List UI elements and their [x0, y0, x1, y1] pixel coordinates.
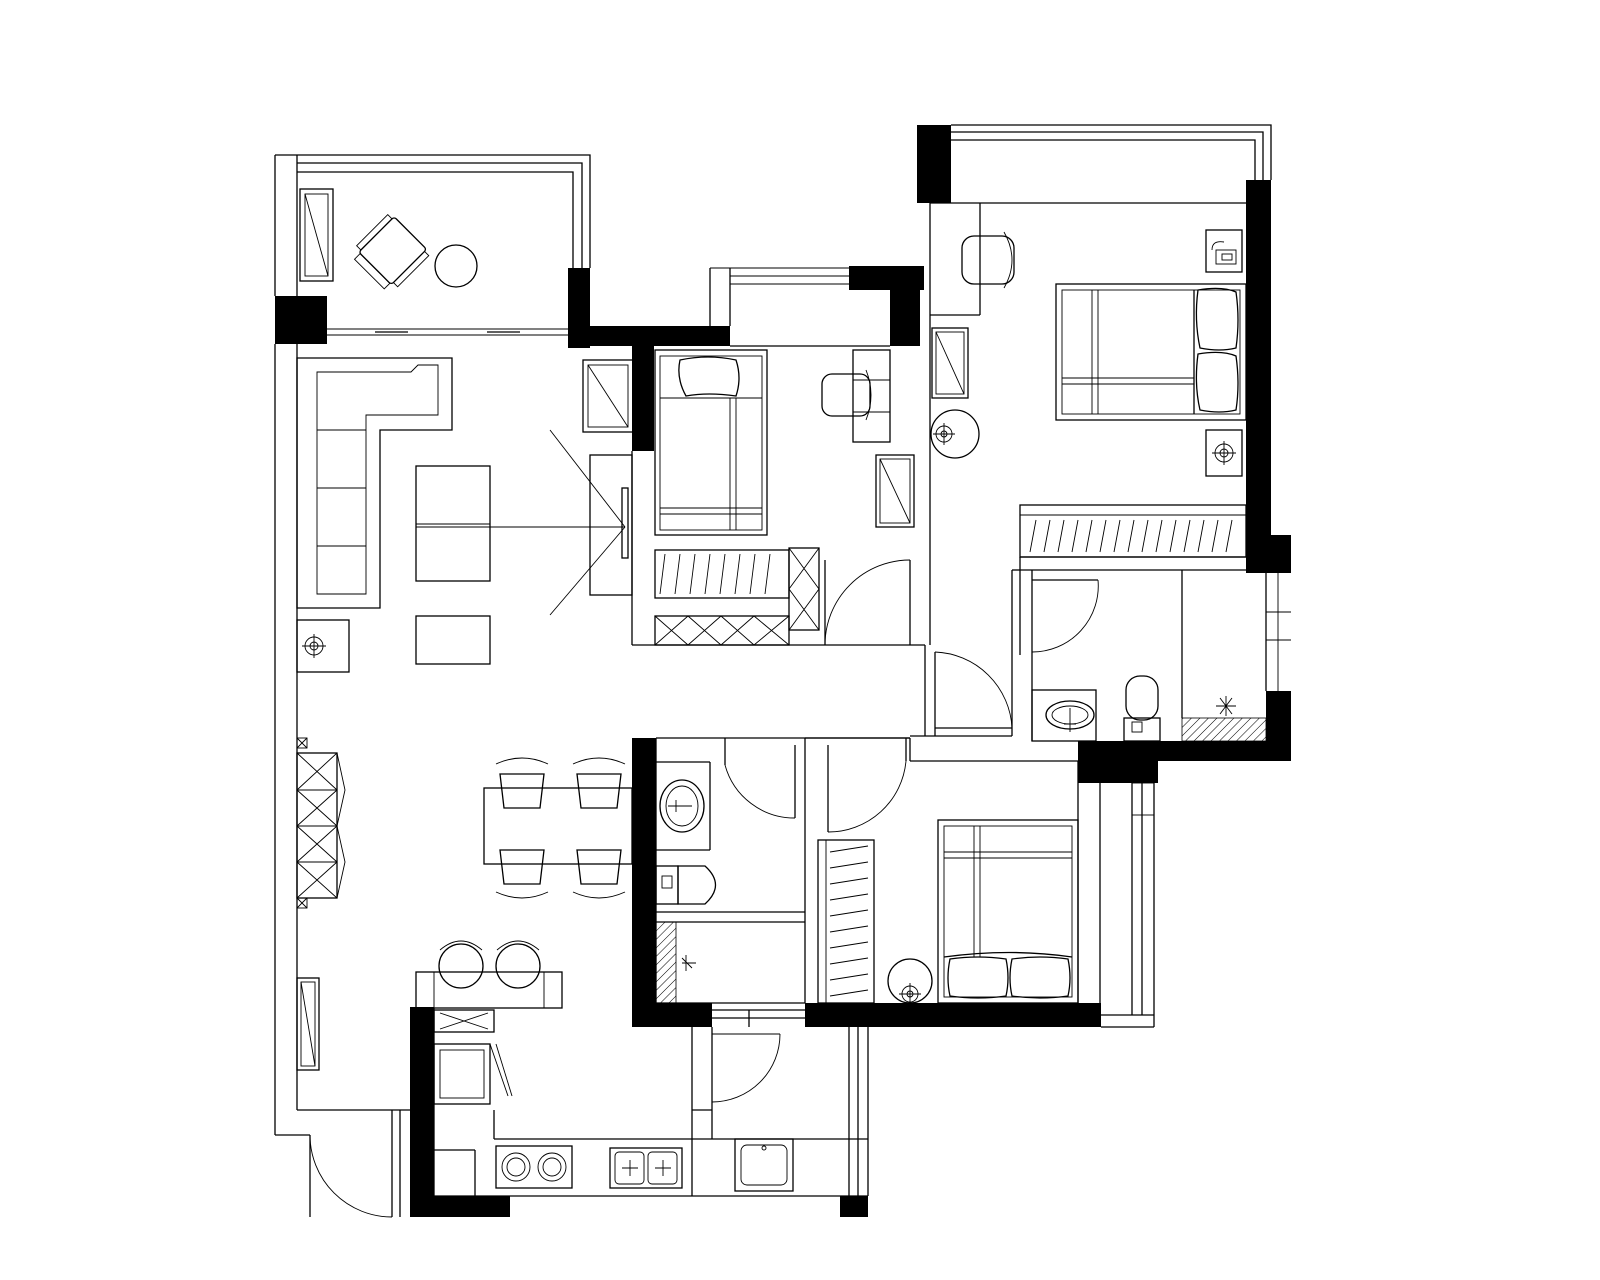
single-bed-icon	[654, 349, 768, 536]
service-balcony	[692, 1009, 869, 1196]
desk-chair-icon	[821, 369, 872, 421]
wardrobe-icon	[654, 547, 820, 646]
shoe-cabinet	[296, 737, 346, 909]
wardrobe-icon	[817, 839, 875, 1004]
master-bath-door[interactable]	[1031, 579, 1099, 653]
bathroom-door[interactable]	[724, 738, 796, 819]
washing-machine-icon	[734, 1138, 794, 1192]
double-bed-icon	[1055, 283, 1247, 421]
master-bathroom	[1020, 569, 1291, 742]
double-bed-icon	[937, 819, 1079, 1004]
floor-lamp-icon	[887, 958, 933, 1005]
floor-lamp-icon	[930, 409, 980, 459]
tv-cabinet	[589, 454, 633, 596]
lamp-icon	[302, 634, 326, 658]
master-bedroom-door[interactable]	[934, 651, 1013, 729]
sofa-icon	[296, 357, 453, 609]
desk	[852, 349, 891, 443]
partitions	[1012, 556, 1246, 655]
round-side-table	[434, 244, 478, 288]
master-bedroom	[929, 124, 1272, 645]
dining-table	[483, 787, 633, 865]
armchair-icon	[961, 231, 1015, 289]
cooktop-icon	[495, 1145, 573, 1189]
ottoman	[415, 615, 491, 665]
study-door[interactable]	[824, 559, 911, 646]
hallway	[656, 570, 1013, 739]
wardrobe-icon	[1019, 504, 1247, 558]
balcony	[274, 154, 591, 336]
toilet-icon	[655, 865, 717, 905]
study	[631, 267, 925, 646]
shower-icon	[1216, 696, 1236, 716]
bar-stool-icon	[438, 940, 541, 989]
kitchen	[433, 1008, 868, 1197]
washbasin-icon	[659, 779, 705, 833]
kitchen-sink-icon	[609, 1147, 683, 1189]
living-room	[274, 344, 634, 1218]
refrigerator-icon	[433, 1043, 513, 1105]
tv	[621, 487, 629, 559]
bedroom-door[interactable]	[827, 738, 907, 833]
telephone-icon	[1211, 241, 1237, 265]
bathroom	[655, 738, 806, 1004]
coffee-table	[415, 465, 491, 582]
structural-walls	[275, 125, 1291, 1217]
dining-chair-icon	[495, 757, 626, 899]
lamp-icon	[1212, 441, 1236, 465]
bedroom	[805, 737, 1155, 1028]
shower-icon	[681, 955, 696, 971]
toilet-icon	[1123, 675, 1161, 742]
washbasin-icon	[1031, 689, 1097, 742]
entry-door[interactable]	[309, 1110, 401, 1218]
dining-area	[415, 757, 633, 1009]
bar-counter	[415, 971, 563, 1009]
lounge-chair-icon	[353, 214, 430, 290]
